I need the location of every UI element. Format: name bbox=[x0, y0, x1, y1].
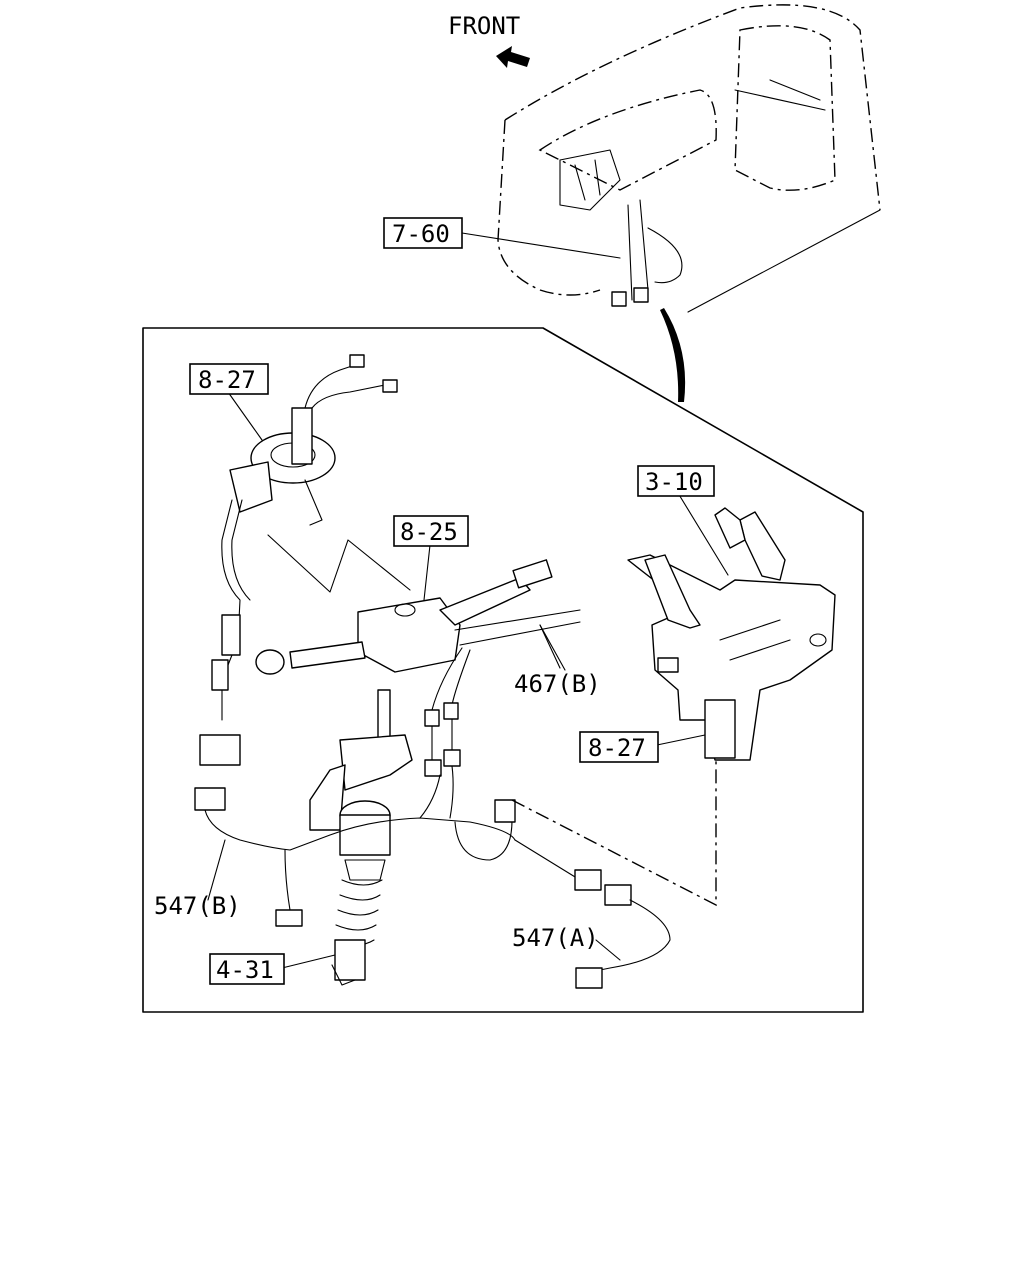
callout-8-25[interactable]: 8-25 bbox=[393, 515, 469, 547]
callout-text: 3-10 bbox=[645, 468, 703, 496]
callout-text: 7-60 bbox=[392, 220, 450, 248]
callout-547a[interactable]: 547(A) bbox=[512, 924, 599, 952]
callout-text: 8-25 bbox=[400, 518, 458, 546]
callout-3-10[interactable]: 3-10 bbox=[637, 465, 715, 497]
callout-text: 8-27 bbox=[588, 734, 646, 762]
dashboard-overview bbox=[497, 4, 881, 402]
callout-7-60[interactable]: 7-60 bbox=[383, 217, 463, 249]
inset-frame bbox=[142, 327, 864, 1013]
front-arrow-icon bbox=[496, 46, 530, 68]
callout-547b[interactable]: 547(B) bbox=[154, 892, 241, 920]
clock-spring-assembly bbox=[194, 354, 398, 811]
steering-column bbox=[309, 689, 413, 986]
wiring-harness bbox=[204, 765, 671, 989]
bracket-assembly bbox=[627, 507, 836, 761]
callout-8-27-lower[interactable]: 8-27 bbox=[579, 731, 659, 763]
break-line bbox=[267, 534, 411, 593]
callout-8-27-upper[interactable]: 8-27 bbox=[189, 363, 269, 395]
callout-467b[interactable]: 467(B) bbox=[514, 670, 601, 698]
callout-text: 4-31 bbox=[216, 956, 274, 984]
callout-text: 8-27 bbox=[198, 366, 256, 394]
front-label: FRONT bbox=[448, 12, 520, 40]
callout-leaders bbox=[207, 232, 729, 969]
combination-switch bbox=[255, 559, 581, 777]
callout-4-31[interactable]: 4-31 bbox=[209, 953, 285, 985]
connector-leader bbox=[511, 760, 717, 907]
